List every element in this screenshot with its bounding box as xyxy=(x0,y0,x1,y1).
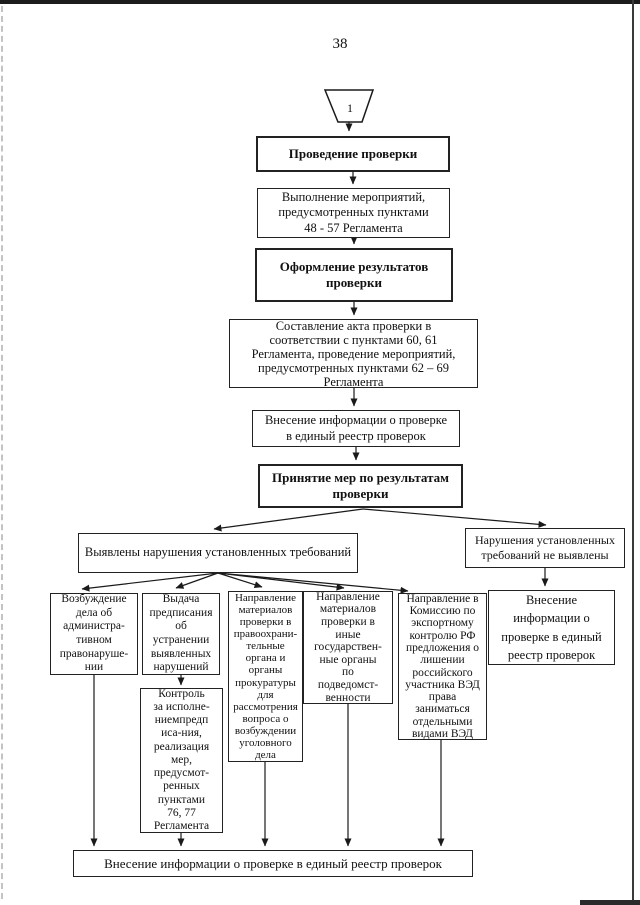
offpage-connector-shape xyxy=(323,89,375,123)
scan-edge-bottom xyxy=(580,900,640,905)
box-violations-found: Выявлены нарушения установленных требова… xyxy=(78,533,358,573)
box-control-execution-76-77: Контроль за исполне- ниемпредп иса-ния, … xyxy=(140,688,223,833)
scan-edge-left xyxy=(1,6,3,899)
scan-edge-right xyxy=(632,0,634,905)
box-take-measures: Принятие мер по результатам проверки xyxy=(258,464,463,508)
page-number: 38 xyxy=(332,36,348,52)
box-issue-order: Выдача предписания об устранении выявлен… xyxy=(142,593,220,675)
box-register-entry-bottom: Внесение информации о проверке в единый … xyxy=(73,850,473,877)
box-inspection-act-60-69: Составление акта проверки в соответствии… xyxy=(229,319,478,389)
box-administrative-case: Возбуждение дела об администра- тивном п… xyxy=(50,593,138,675)
box-activities-48-57: Выполнение мероприятий, предусмотренных … xyxy=(257,188,450,238)
box-conduct-inspection: Проведение проверки xyxy=(256,136,450,172)
box-no-violations: Нарушения установленных требований не вы… xyxy=(465,528,625,568)
scan-edge-top xyxy=(0,0,640,4)
box-register-entry-top: Внесение информации о проверке в единый … xyxy=(252,410,460,447)
box-formalize-results: Оформление результатов проверки xyxy=(255,248,453,302)
offpage-connector-label: 1 xyxy=(347,101,353,115)
box-materials-other-agencies: Направление материалов проверки в иные г… xyxy=(303,591,393,704)
box-export-control-commission: Направление в Комиссию по экспортному ко… xyxy=(398,593,487,740)
box-register-entry-right: Внесение информации о проверке в единый … xyxy=(488,590,615,665)
box-materials-law-enforcement: Направление материалов проверки в правоо… xyxy=(228,591,303,762)
